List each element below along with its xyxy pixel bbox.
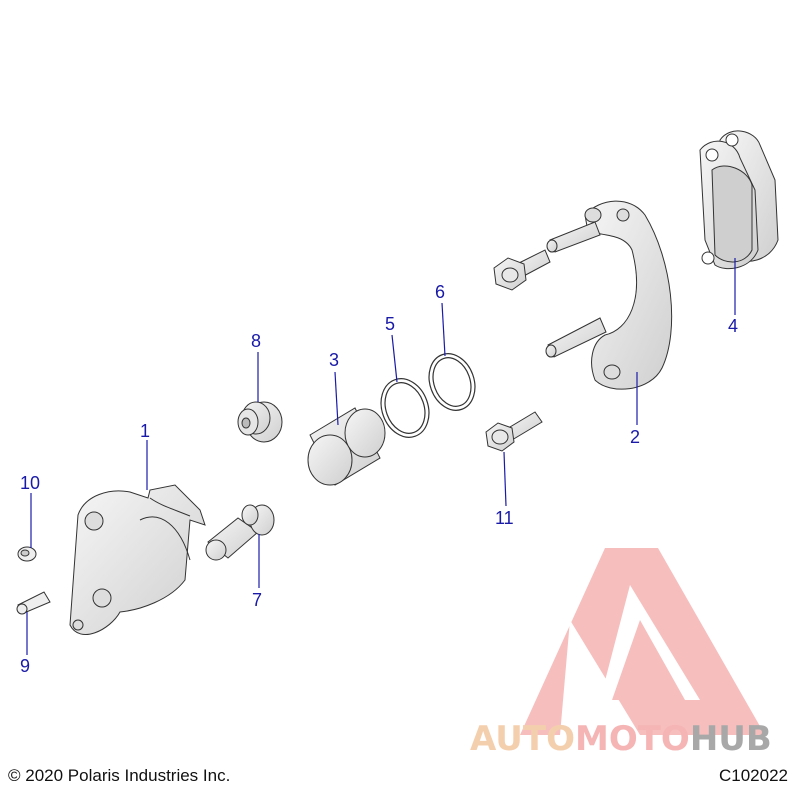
callout-9: 9 xyxy=(20,656,30,676)
callout-4: 4 xyxy=(728,316,738,336)
part-square-seal xyxy=(380,378,430,438)
part-caliper-housing xyxy=(69,484,206,636)
watermark-text-hub: HUB xyxy=(690,719,772,759)
leader-3 xyxy=(334,371,339,426)
watermark-text-moto: MOTO xyxy=(575,719,690,759)
part-bracket-bolt-upper xyxy=(493,249,551,291)
callout-7: 7 xyxy=(252,590,262,610)
leader-5 xyxy=(391,334,398,383)
callout-5: 5 xyxy=(385,314,395,334)
leader-lines xyxy=(26,258,736,655)
part-brake-pads xyxy=(699,130,779,270)
figure-code: C102022 xyxy=(718,766,788,785)
part-dust-seal xyxy=(428,353,476,411)
part-slide-pin xyxy=(205,504,275,561)
callout-6: 6 xyxy=(435,282,445,302)
callout-10: 10 xyxy=(20,473,40,493)
watermark-logo: AUTOMOTOHUB xyxy=(470,548,772,759)
part-pin-boot xyxy=(237,401,283,443)
leader-6 xyxy=(441,302,446,357)
callout-3: 3 xyxy=(329,350,339,370)
part-caliper-bracket xyxy=(545,200,673,390)
part-piston xyxy=(307,407,386,486)
leader-11 xyxy=(503,451,507,507)
callouts: 1 2 3 4 5 6 7 8 9 10 11 xyxy=(20,282,738,676)
callout-11: 11 xyxy=(495,508,514,528)
copyright-text: © 2020 Polaris Industries Inc. xyxy=(8,766,231,785)
callout-8: 8 xyxy=(251,331,261,351)
callout-2: 2 xyxy=(630,427,640,447)
part-bleeder-screw xyxy=(16,591,51,615)
part-bleeder-cap xyxy=(17,546,37,562)
part-bracket-bolt-lower xyxy=(485,411,543,452)
watermark-text-auto: AUTO xyxy=(470,719,575,759)
svg-text:AUTOMOTOHUB: AUTOMOTOHUB xyxy=(470,719,772,759)
callout-1: 1 xyxy=(140,421,150,441)
